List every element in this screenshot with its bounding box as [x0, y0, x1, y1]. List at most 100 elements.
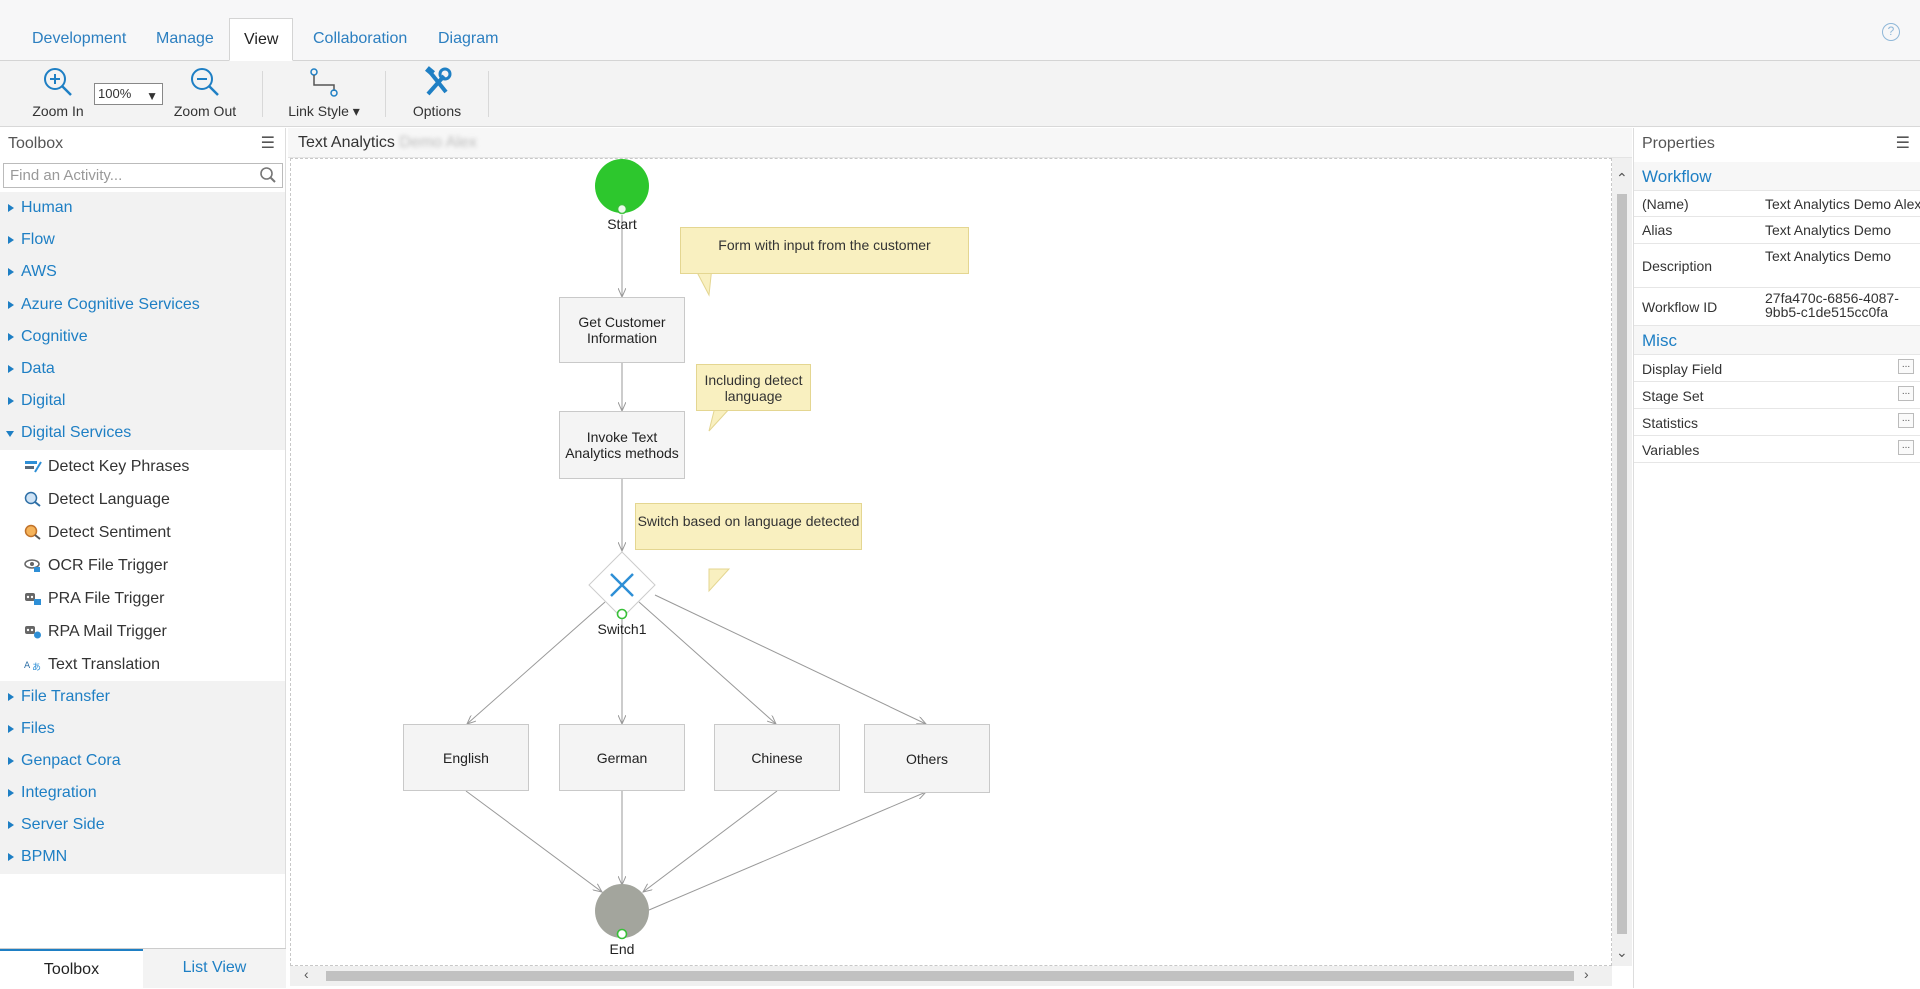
activity-pra-file-trigger[interactable]: PRA File Trigger [0, 581, 285, 615]
note-switch-language[interactable]: Switch based on language detected [635, 503, 862, 550]
ellipsis-button[interactable]: ... [1898, 386, 1914, 401]
node-invoke-text-analytics[interactable]: Invoke Text Analytics methods [559, 411, 685, 479]
workflow-canvas[interactable]: Start Switch1 End Get Customer Informati… [290, 158, 1612, 966]
tab-toolbox[interactable]: Toolbox [0, 949, 143, 989]
prop-key: Statistics [1642, 415, 1699, 431]
prop-value: Text Analytics Demo [1765, 222, 1892, 238]
prop-workflow-id-row[interactable]: Workflow ID 27fa470c-6856-4087-9bb5-c1de… [1634, 288, 1920, 326]
zoom-in-button[interactable]: Zoom In [28, 66, 88, 119]
key-phrases-icon [25, 460, 42, 473]
link-style-icon [310, 68, 338, 97]
search-icon[interactable] [259, 166, 277, 184]
zoom-level-value: 100% [98, 86, 132, 101]
link-style-button[interactable]: Link Style ▾ [286, 66, 362, 120]
tab-view[interactable]: View [229, 18, 294, 61]
category-server-side[interactable]: Server Side [0, 809, 285, 842]
activity-detect-sentiment[interactable]: Detect Sentiment [0, 515, 285, 549]
zoom-out-button[interactable]: Zoom Out [170, 66, 240, 119]
ellipsis-button[interactable]: ... [1898, 413, 1914, 428]
category-data[interactable]: Data [0, 352, 285, 386]
category-files[interactable]: Files [0, 712, 285, 745]
section-misc[interactable]: Misc [1634, 326, 1920, 355]
category-file-transfer[interactable]: File Transfer [0, 680, 285, 713]
hamburger-menu-icon[interactable]: ☰ [260, 135, 275, 152]
category-flow[interactable]: Flow [0, 224, 285, 257]
node-english[interactable]: English [403, 724, 529, 791]
prop-key: Stage Set [1642, 388, 1704, 404]
tab-collaboration[interactable]: Collaboration [313, 30, 408, 47]
link-style-label: Link Style ▾ [288, 103, 360, 119]
zoom-out-label: Zoom Out [173, 103, 237, 119]
category-digital[interactable]: Digital [0, 385, 285, 418]
workflow-title-text: Text Analytics [298, 134, 395, 151]
section-workflow[interactable]: Workflow [1634, 162, 1920, 191]
category-digital-services[interactable]: Digital Services [0, 417, 285, 450]
activity-ocr-file-trigger[interactable]: OCR File Trigger [0, 548, 285, 582]
ellipsis-button[interactable]: ... [1898, 440, 1914, 455]
svg-text:A: A [24, 661, 31, 671]
zoom-level-select[interactable]: 100% ▼ [94, 83, 163, 105]
zoom-in-label: Zoom In [32, 103, 84, 119]
detect-language-icon [24, 491, 41, 507]
toolbar-divider [262, 71, 263, 117]
robot-file-icon [25, 592, 41, 605]
prop-description-row[interactable]: Description Text Analytics Demo [1634, 244, 1920, 288]
category-human[interactable]: Human [0, 192, 285, 225]
activity-label: Detect Language [48, 490, 170, 508]
prop-value: 27fa470c-6856-4087-9bb5-c1de515cc0fa [1765, 291, 1899, 319]
category-integration[interactable]: Integration [0, 777, 285, 810]
tools-icon [425, 66, 452, 96]
options-button[interactable]: Options [405, 66, 469, 119]
scroll-down-icon[interactable]: ⌄ [1616, 944, 1628, 960]
category-bpmn[interactable]: BPMN [0, 841, 285, 874]
note-form-input[interactable]: Form with input from the customer [680, 227, 969, 274]
vertical-scroll-thumb[interactable] [1617, 194, 1627, 934]
scroll-up-icon[interactable]: ⌃ [1616, 170, 1628, 186]
prop-name-row[interactable]: (Name) Text Analytics Demo Alex [1634, 191, 1920, 217]
prop-display-field-row[interactable]: Display Field ... [1634, 355, 1920, 382]
end-event[interactable] [595, 884, 649, 938]
prop-stage-set-row[interactable]: Stage Set ... [1634, 382, 1920, 409]
horizontal-scrollbar[interactable]: ‹ › [290, 966, 1612, 986]
activity-detect-key-phrases[interactable]: Detect Key Phrases [0, 449, 285, 483]
note-detect-language[interactable]: Including detect language [696, 364, 811, 411]
node-chinese[interactable]: Chinese [714, 724, 840, 791]
properties-panel: Properties ☰ Workflow (Name) Text Analyt… [1633, 128, 1920, 988]
activity-rpa-mail-trigger[interactable]: RPA Mail Trigger [0, 614, 285, 648]
start-event[interactable] [595, 159, 649, 213]
prop-alias-row[interactable]: Alias Text Analytics Demo [1634, 217, 1920, 244]
node-german[interactable]: German [559, 724, 685, 791]
category-genpact-cora[interactable]: Genpact Cora [0, 744, 285, 778]
prop-key: Description [1642, 258, 1713, 274]
activity-label: Detect Key Phrases [48, 457, 190, 475]
prop-variables-row[interactable]: Variables ... [1634, 436, 1920, 463]
scroll-left-icon[interactable]: ‹ [304, 966, 309, 982]
switch-label: Switch1 [597, 621, 647, 637]
tab-diagram[interactable]: Diagram [438, 30, 499, 47]
prop-statistics-row[interactable]: Statistics ... [1634, 409, 1920, 436]
vertical-scrollbar[interactable]: ⌃ ⌄ [1612, 158, 1632, 966]
tab-manage[interactable]: Manage [156, 30, 214, 47]
category-cognitive[interactable]: Cognitive [0, 320, 285, 353]
robot-mail-icon [25, 625, 41, 638]
ellipsis-button[interactable]: ... [1898, 359, 1914, 374]
search-placeholder: Find an Activity... [10, 167, 123, 184]
toolbar-divider [385, 71, 386, 117]
horizontal-scroll-thumb[interactable] [326, 971, 1574, 981]
tab-development[interactable]: Development [32, 30, 127, 47]
node-others[interactable]: Others [864, 724, 990, 793]
scroll-right-icon[interactable]: › [1584, 966, 1589, 982]
activity-search-input[interactable]: Find an Activity... [3, 163, 283, 188]
activity-detect-language[interactable]: Detect Language [0, 482, 285, 516]
category-azure-cognitive-services[interactable]: Azure Cognitive Services [0, 288, 285, 321]
node-get-customer-information[interactable]: Get Customer Information [559, 297, 685, 363]
tab-list-view[interactable]: List View [182, 959, 247, 976]
start-label: Start [607, 216, 637, 232]
toolbox-panel: Toolbox ☰ Find an Activity... Human Flow… [0, 128, 286, 989]
hamburger-menu-icon[interactable]: ☰ [1895, 135, 1910, 152]
help-icon[interactable]: ? [1882, 23, 1900, 41]
activity-label: RPA Mail Trigger [48, 622, 167, 640]
workflow-connectors [465, 159, 1612, 940]
category-aws[interactable]: AWS [0, 256, 285, 289]
